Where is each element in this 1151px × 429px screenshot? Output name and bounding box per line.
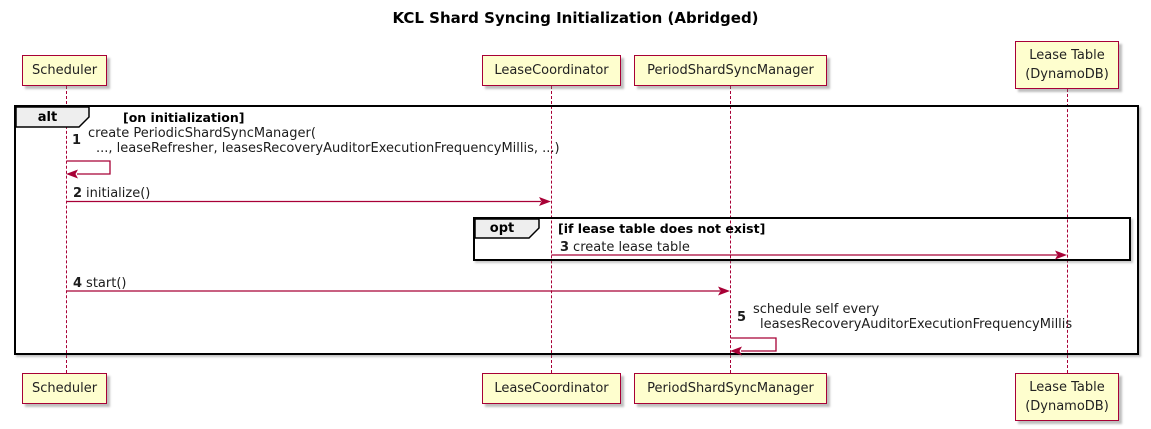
opt-frame	[473, 217, 1131, 261]
alt-frame	[14, 105, 1139, 355]
message-2-number: 2	[73, 186, 83, 201]
message-1-label-line2: ..., leaseRefresher, leasesRecoveryAudit…	[96, 141, 560, 156]
lifeline-periodshardsyncmanager	[730, 86, 731, 373]
lifeline-scheduler	[66, 86, 67, 373]
alt-operator-label: alt	[37, 110, 58, 125]
alt-guard-label: [on initialization]	[123, 110, 245, 125]
message-5-number: 5	[737, 310, 747, 325]
participant-scheduler-top: Scheduler	[22, 55, 107, 86]
opt-guard-label: [if lease table does not exist]	[558, 221, 766, 236]
message-1-number: 1	[72, 133, 82, 148]
message-4-number: 4	[73, 276, 83, 291]
message-3-number: 3	[560, 240, 570, 255]
alt-operator-pentagon	[15, 106, 90, 128]
participant-scheduler-bottom: Scheduler	[22, 373, 107, 404]
participant-leasecoordinator-top: LeaseCoordinator	[482, 55, 621, 86]
participant-periodshardsyncmanager-top: PeriodShardSyncManager	[634, 55, 827, 86]
opt-operator-pentagon	[474, 218, 540, 239]
participant-leasetable-bottom: Lease Table (DynamoDB)	[1015, 373, 1119, 421]
lifeline-leasecoordinator	[551, 86, 552, 373]
message-1-label-line1: create PeriodicShardSyncManager(	[88, 126, 316, 141]
diagram-title: KCL Shard Syncing Initialization (Abridg…	[392, 9, 759, 27]
opt-operator-label: opt	[489, 221, 515, 236]
participant-leasetable-top: Lease Table (DynamoDB)	[1015, 41, 1119, 89]
lifeline-leasetable	[1067, 89, 1068, 373]
message-5-label-line1: schedule self every	[753, 302, 880, 317]
message-5-label-line2: leasesRecoveryAuditorExecutionFrequencyM…	[760, 317, 1073, 332]
participant-leasecoordinator-bottom: LeaseCoordinator	[482, 373, 621, 404]
participant-periodshardsyncmanager-bottom: PeriodShardSyncManager	[634, 373, 827, 404]
